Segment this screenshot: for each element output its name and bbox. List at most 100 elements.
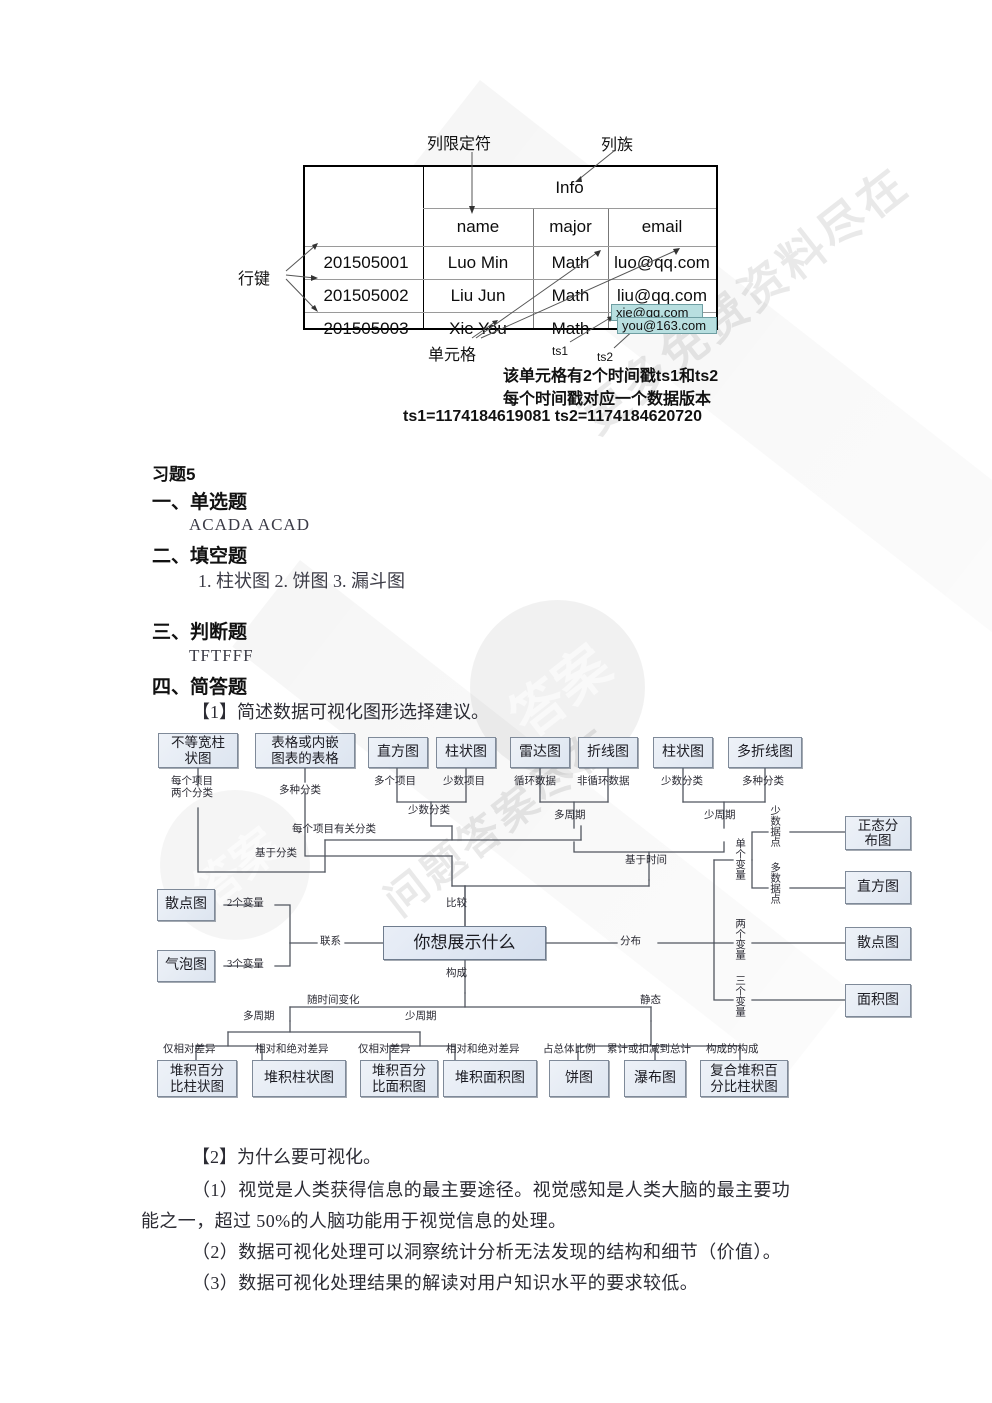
- table-cell-major: Math: [551, 285, 590, 305]
- flow-node-label: 不等宽柱 状图: [171, 735, 225, 766]
- table-hline: [305, 246, 716, 247]
- flow-node-label: 散点图: [857, 935, 899, 951]
- flow-node-label: 堆积百分 比柱状图: [170, 1063, 224, 1094]
- edge-label-relation: 联系: [320, 936, 341, 947]
- flow-node-unequal-column-chart[interactable]: 不等宽柱 状图: [158, 733, 238, 768]
- edge-label-few-items: 少数项目: [443, 776, 485, 787]
- edge-label-two-vars-left: 2个变量: [227, 898, 264, 909]
- flow-node-center-question[interactable]: 你想展示什么: [383, 926, 546, 960]
- section-heading-1: 一、单选题: [152, 492, 248, 513]
- flow-node-line-chart[interactable]: 折线图: [578, 737, 638, 768]
- flow-node-label: 散点图: [165, 897, 207, 913]
- flow-node-label: 柱状图: [445, 744, 487, 760]
- flow-node-bar-chart-2[interactable]: 柱状图: [653, 737, 713, 768]
- flow-node-histogram-top[interactable]: 直方图: [368, 737, 428, 768]
- edge-label-two-variables: 两个变量: [734, 918, 746, 960]
- table-cell-name: Xie You: [449, 318, 507, 338]
- edge-label-few-data-points: 少数据点: [769, 805, 781, 847]
- flow-node-label: 堆积百分 比面积图: [372, 1063, 426, 1094]
- section-answer-1: ACADA ACAD: [189, 515, 310, 534]
- edge-label-based-on-category: 基于分类: [255, 848, 297, 859]
- flow-node-stacked-pct-area[interactable]: 堆积百分 比面积图: [360, 1060, 438, 1097]
- figure-caption-line-2: 每个时间戳对应一个数据版本: [503, 391, 712, 408]
- table-qualifier-major: major: [549, 217, 592, 236]
- flow-node-stacked-bar[interactable]: 堆积柱状图: [252, 1060, 346, 1097]
- table-qualifier-email: email: [641, 217, 683, 236]
- flow-node-histogram-right[interactable]: 直方图: [845, 871, 911, 904]
- label-ts2: ts2: [597, 350, 614, 364]
- flow-node-composite-stacked-pct-bar[interactable]: 复合堆积百 分比柱状图: [700, 1060, 788, 1097]
- flow-node-scatter-left[interactable]: 散点图: [157, 889, 215, 921]
- edge-label-cumulative: 累计或扣减到总计: [607, 1044, 691, 1055]
- flow-node-multi-line-chart[interactable]: 多折线图: [728, 737, 802, 768]
- edge-label-three-vars-left: 3个变量: [227, 959, 264, 970]
- flow-node-scatter-right[interactable]: 散点图: [845, 927, 911, 960]
- flow-node-stacked-area[interactable]: 堆积面积图: [443, 1060, 537, 1097]
- table-cell-name: Luo Min: [447, 252, 509, 272]
- flow-node-bubble-left[interactable]: 气泡图: [157, 950, 215, 982]
- flow-node-bar-chart-top[interactable]: 柱状图: [436, 737, 496, 768]
- edge-label-noncyclic-data: 非循环数据: [577, 776, 630, 787]
- edge-label-three-variables: 三个变量: [734, 975, 746, 1017]
- label-ts1: ts1: [552, 344, 569, 358]
- edge-label-few-periods: 少周期: [704, 810, 736, 821]
- hbase-table-figure: 列限定符 列族 行键 单元格 ts1 ts2: [0, 0, 992, 440]
- edge-label-only-relative-diff-1: 仅相对差异: [163, 1044, 216, 1055]
- answer-q2-line-4: （3）数据可视化处理结果的解读对用户知识水平的要求较低。: [192, 1273, 699, 1293]
- label-column-qualifier: 列限定符: [427, 136, 492, 153]
- table-qualifier-name: name: [456, 217, 500, 236]
- flow-node-area-right[interactable]: 面积图: [845, 984, 911, 1017]
- edge-label-over-time: 随时间变化: [307, 995, 360, 1006]
- edge-label-static: 静态: [640, 995, 661, 1006]
- table-hline: [423, 208, 716, 209]
- flow-node-normal-distribution[interactable]: 正态分 布图: [845, 816, 911, 850]
- section-answer-2: 1. 柱状图 2. 饼图 3. 漏斗图: [198, 571, 405, 591]
- table-rowkey: 201505001: [323, 252, 409, 272]
- edge-label-many-items: 多个项目: [374, 776, 416, 787]
- flow-node-label: 表格或内嵌 图表的表格: [271, 735, 339, 766]
- flow-node-pie[interactable]: 饼图: [549, 1060, 609, 1097]
- edge-label-few-periods-b: 少周期: [405, 1011, 437, 1022]
- flow-node-label: 面积图: [857, 992, 899, 1008]
- edge-label-many-cats-2: 多种分类: [742, 776, 784, 787]
- table-vline: [423, 167, 424, 328]
- flow-node-label: 直方图: [857, 879, 899, 895]
- question-2: 【2】为什么要可视化。: [192, 1147, 381, 1167]
- flow-node-radar-chart[interactable]: 雷达图: [510, 737, 570, 768]
- edge-label-each-item-related-cats: 每个项目有关分类: [292, 824, 376, 835]
- flow-node-label: 瀑布图: [634, 1070, 676, 1086]
- figure-caption-line-3: ts1=1174184619081 ts2=1174184620720: [403, 408, 702, 425]
- edge-label-cyclic-data: 循环数据: [514, 776, 556, 787]
- flow-node-label: 你想展示什么: [413, 933, 516, 953]
- edge-label-compare: 比较: [446, 898, 467, 909]
- label-column-family: 列族: [601, 137, 634, 154]
- flow-node-stacked-pct-bar[interactable]: 堆积百分 比柱状图: [157, 1060, 237, 1097]
- table-rowkey: 201505003: [323, 318, 409, 338]
- table-family-header: Info: [555, 177, 584, 197]
- flow-node-label: 折线图: [587, 744, 629, 760]
- label-cell: 单元格: [428, 347, 477, 364]
- edge-label-many-periods: 多周期: [554, 810, 586, 821]
- flow-node-waterfall[interactable]: 瀑布图: [624, 1060, 686, 1097]
- flow-node-label: 堆积面积图: [455, 1070, 525, 1086]
- label-row-key: 行键: [238, 271, 271, 288]
- flow-node-table-or-embedded-chart[interactable]: 表格或内嵌 图表的表格: [255, 733, 355, 768]
- edge-label-many-periods-b: 多周期: [243, 1011, 275, 1022]
- flow-node-label: 堆积柱状图: [264, 1070, 334, 1086]
- table-cell-major: Math: [551, 318, 590, 338]
- table-cell-major: Math: [551, 252, 590, 272]
- edge-label-single-variable: 单个变量: [734, 838, 746, 880]
- versioned-cell-v2: you@163.com: [617, 317, 717, 334]
- exercise-title: 习题5: [152, 465, 196, 484]
- edge-label-based-on-time: 基于时间: [625, 855, 667, 866]
- flow-node-label: 饼图: [565, 1070, 593, 1086]
- flow-node-label: 多折线图: [737, 744, 793, 760]
- section-answer-3: TFTFFF: [189, 646, 254, 665]
- table-rowkey: 201505002: [323, 285, 409, 305]
- question-1: 【1】简述数据可视化图形选择建议。: [192, 702, 489, 722]
- answer-q2-line-1: （1）视觉是人类获得信息的最主要途径。视觉感知是人类大脑的最主要功: [192, 1180, 791, 1200]
- flow-node-label: 柱状图: [662, 744, 704, 760]
- section-heading-4: 四、简答题: [152, 677, 248, 698]
- flow-node-label: 直方图: [377, 744, 419, 760]
- answer-q2-line-2: 能之一，超过 50%的人脑功能用于视觉信息的处理。: [141, 1211, 567, 1231]
